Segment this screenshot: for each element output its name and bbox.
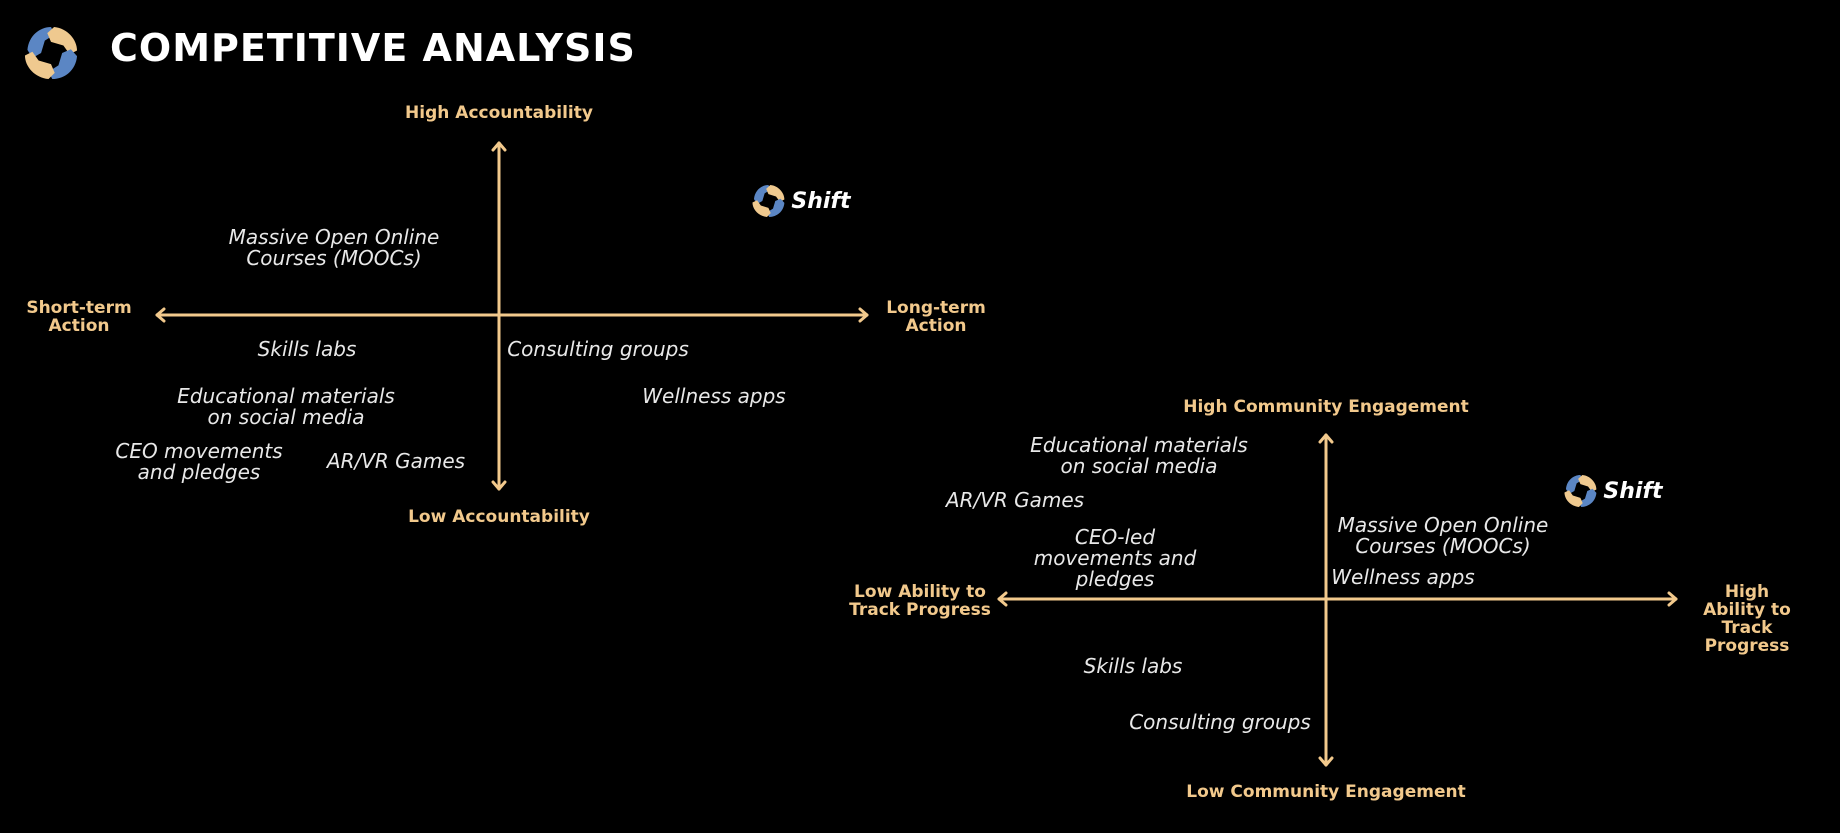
- chart1-item-moocs: Massive Open Online Courses (MOOCs): [228, 225, 440, 270]
- chart2-item-consulting: Consulting groups: [1129, 710, 1311, 734]
- chart2-item-moocs: Massive Open Online Courses (MOOCs): [1337, 513, 1549, 558]
- chart2-item-arvr: AR/VR Games: [945, 488, 1085, 512]
- chart2-right-label: High Ability to Track Progress: [1703, 582, 1791, 656]
- chart1-item-arvr: AR/VR Games: [326, 449, 466, 473]
- chart1-item-skills-labs: Skills labs: [257, 337, 357, 361]
- chart2-item-educational: Educational materials on social media: [1030, 433, 1248, 478]
- chart1-top-label: High Accountability: [405, 103, 593, 123]
- hands-circle-logo-icon: [1562, 473, 1598, 509]
- chart2-shift-marker: Shift: [1561, 472, 1663, 510]
- chart1-item-consulting: Consulting groups: [507, 337, 689, 361]
- chart2-item-wellness: Wellness apps: [1331, 565, 1475, 589]
- chart1-left-label: Short-term Action: [26, 298, 132, 336]
- chart1-item-educational: Educational materials on social media: [177, 384, 395, 429]
- chart2-bottom-label: Low Community Engagement: [1186, 782, 1466, 802]
- hands-circle-logo-icon: [750, 183, 786, 219]
- shift-label: Shift: [791, 188, 851, 214]
- chart1-item-ceo: CEO movements and pledges: [115, 439, 283, 484]
- chart2-top-label: High Community Engagement: [1183, 397, 1469, 417]
- chart1-shift-marker: Shift: [749, 182, 851, 220]
- chart2-item-skills-labs: Skills labs: [1083, 654, 1183, 678]
- chart2-left-label: Low Ability to Track Progress: [849, 582, 991, 620]
- chart1-bottom-label: Low Accountability: [408, 507, 590, 527]
- chart2-item-ceo: CEO-led movements and pledges: [1033, 525, 1197, 591]
- chart1-item-wellness: Wellness apps: [642, 384, 786, 408]
- shift-label: Shift: [1603, 478, 1663, 504]
- page-title: COMPETITIVE ANALYSIS: [110, 26, 636, 70]
- chart1-right-label: Long-term Action: [886, 298, 986, 336]
